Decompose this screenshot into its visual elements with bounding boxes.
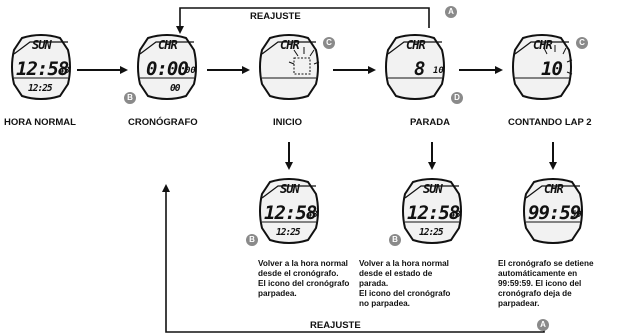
display-bottom: 00	[170, 83, 181, 94]
caption-line: Volver a la hora normal	[258, 259, 348, 268]
display-top: SUN	[423, 182, 443, 196]
display-seconds: 00	[185, 66, 196, 76]
display-main: 0:00	[146, 58, 189, 80]
caption-line: parpadear.	[498, 299, 540, 308]
display-bottom: 12:25	[276, 227, 301, 238]
reset-label-bottom: REAJUSTE	[310, 320, 361, 331]
display-main: 12:58	[264, 202, 317, 224]
reset-label-top: REAJUSTE	[250, 11, 301, 22]
caption-line: desde el cronógrafo.	[258, 269, 339, 278]
label-contando-lap-2: CONTANDO LAP 2	[508, 117, 592, 128]
reset-top-loop	[176, 7, 430, 34]
caption-line: El icono del cronógrafo	[359, 289, 451, 298]
watch-lap-2: CHR 10	[511, 34, 573, 100]
caption-line: cronógrafo deja de	[498, 289, 572, 298]
watch-stop: CHR 8 10	[384, 34, 446, 100]
caption-line: desde el estado de	[359, 269, 433, 278]
watch-face-icon	[137, 34, 197, 100]
display-main: 99:59	[528, 202, 581, 224]
watch-max-limit: CHR 99:59 59	[522, 178, 584, 244]
button-c-lap: C	[576, 37, 588, 49]
display-top: CHR	[280, 38, 300, 52]
button-c-start: C	[323, 37, 335, 49]
flash-icon	[543, 45, 573, 75]
caption-return-from-stop: Volver a la hora normal desde el estado …	[359, 259, 450, 309]
display-bottom: 12:25	[419, 227, 444, 238]
display-seconds: 48	[450, 210, 461, 220]
display-top: CHR	[533, 38, 553, 52]
button-b-return-1: B	[246, 234, 258, 246]
display-main: 10	[541, 58, 563, 80]
display-bottom: 12:25	[28, 83, 53, 94]
watch-face-icon	[385, 34, 445, 100]
caption-return-from-chrono: Volver a la hora normal desde el cronógr…	[258, 259, 349, 299]
display-seconds: 48	[307, 210, 318, 220]
watch-face-icon	[512, 34, 573, 100]
button-d-stop: D	[451, 92, 463, 104]
watch-chronograph: CHR 0:00 00 00	[136, 34, 198, 100]
button-b-chrono: B	[124, 92, 136, 104]
label-parada: PARADA	[410, 117, 450, 128]
watch-start: CHR	[258, 34, 320, 100]
display-seconds: 59	[571, 210, 582, 220]
label-cronografo: CRONÓGRAFO	[128, 117, 198, 128]
caption-line: El cronógrafo se detiene	[498, 259, 594, 268]
watch-normal-time: SUN 12:58 48 12:25	[10, 34, 72, 100]
watch-return-from-chrono: SUN 12:58 48 12:25	[258, 178, 320, 244]
caption-line: El icono del cronógrafo	[258, 279, 350, 288]
label-inicio: INICIO	[273, 117, 303, 128]
button-b-return-2: B	[389, 234, 401, 246]
caption-line: parpadea.	[258, 289, 297, 298]
display-top: CHR	[158, 38, 178, 52]
caption-line: no parpadea.	[359, 299, 410, 308]
display-top: CHR	[406, 38, 426, 52]
watch-face-icon	[402, 178, 462, 244]
caption-line: automáticamente en	[498, 269, 578, 278]
display-main: 12:58	[16, 58, 69, 80]
caption-line: parada.	[359, 279, 389, 288]
reset-bottom-loop	[162, 184, 545, 333]
display-top: SUN	[32, 38, 52, 52]
display-top: CHR	[544, 182, 564, 196]
caption-max-limit: El cronógrafo se detiene automáticamente…	[498, 259, 594, 309]
watch-return-from-stop: SUN 12:58 48 12:25	[401, 178, 463, 244]
flash-icon	[288, 47, 320, 65]
display-seconds: 10	[433, 66, 444, 76]
button-a-bottom: A	[537, 319, 549, 331]
watch-face-icon	[11, 34, 71, 100]
label-hora-normal: HORA NORMAL	[4, 117, 76, 128]
watch-face-icon	[259, 178, 319, 244]
button-a-top: A	[445, 6, 457, 18]
display-main: 8	[414, 58, 425, 80]
watch-face-icon	[523, 178, 583, 244]
watch-face-icon	[259, 34, 320, 100]
display-top: SUN	[280, 182, 300, 196]
display-seconds: 48	[59, 66, 70, 76]
caption-line: Volver a la hora normal	[359, 259, 449, 268]
caption-line: 99:59:59. El icono del	[498, 279, 582, 288]
display-main: 12:58	[407, 202, 460, 224]
